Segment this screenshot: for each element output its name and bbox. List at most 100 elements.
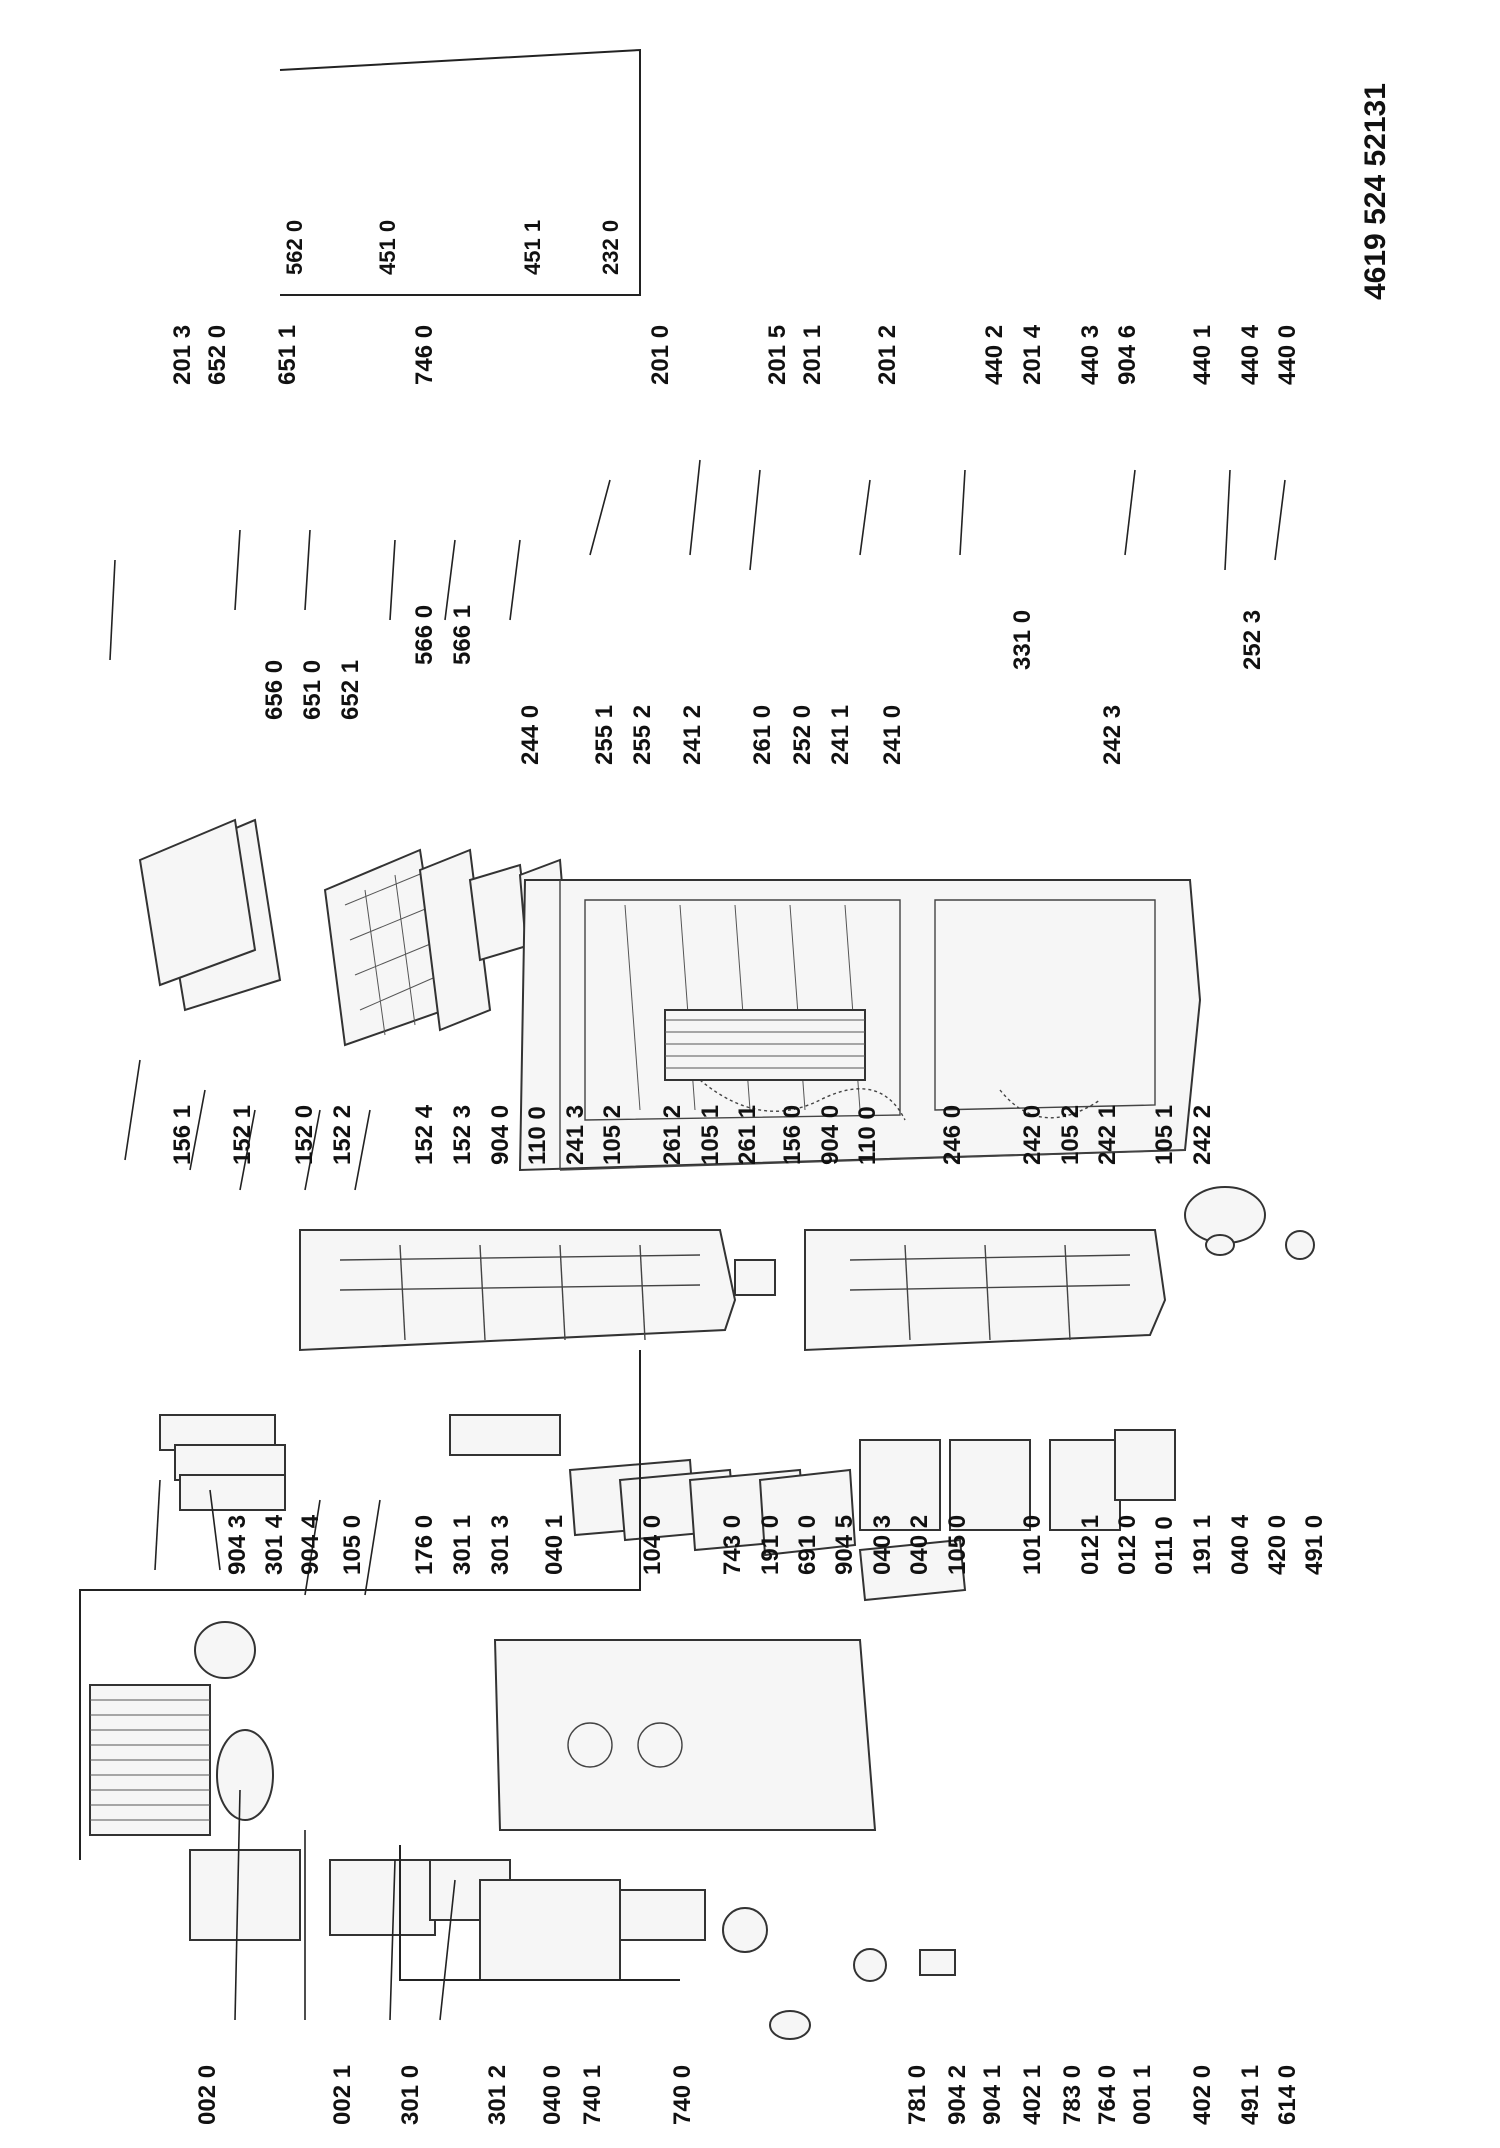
label-105-2a: 105 2 xyxy=(599,1105,626,1165)
callout-leaders xyxy=(109,459,1286,2021)
top-strip-201-2 xyxy=(619,1889,706,1941)
label-110-0a: 110 0 xyxy=(524,1106,551,1165)
label-152-2: 152 2 xyxy=(329,1105,356,1165)
label-261-1: 261 1 xyxy=(734,1105,761,1165)
label-002-0: 002 0 xyxy=(194,2065,221,2125)
label-562-0: 562 0 xyxy=(282,220,307,275)
label-904-5: 904 5 xyxy=(831,1515,858,1575)
cabinet-bottom-edge xyxy=(559,1149,1186,1171)
label-040-1: 040 1 xyxy=(541,1515,568,1575)
freezer-door-bins xyxy=(849,1244,1131,1341)
fridge-door-bins xyxy=(339,1244,701,1341)
label-402-0: 402 0 xyxy=(1189,2065,1216,2125)
label-651-1: 651 1 xyxy=(274,325,301,385)
label-241-0: 241 0 xyxy=(879,705,906,765)
label-241-3: 241 3 xyxy=(562,1105,589,1165)
label-440-4: 440 4 xyxy=(1237,324,1264,385)
label-201-0: 201 0 xyxy=(647,325,674,385)
door-bin-152-2 xyxy=(179,1474,286,1511)
label-105-1b: 105 1 xyxy=(1151,1105,1178,1165)
label-201-5: 201 5 xyxy=(764,325,791,385)
label-904-4: 904 4 xyxy=(297,1514,324,1575)
label-614-0: 614 0 xyxy=(1274,2065,1301,2125)
label-440-1: 440 1 xyxy=(1189,325,1216,385)
freezer-drawer-242-3 xyxy=(1114,1429,1176,1501)
label-904-0b: 904 0 xyxy=(817,1105,844,1165)
label-201-3: 201 3 xyxy=(169,325,196,385)
hinge-part xyxy=(734,1259,776,1296)
label-152-4: 152 4 xyxy=(411,1104,438,1165)
label-011-0: 011 0 xyxy=(1151,1516,1178,1575)
label-566-0: 566 0 xyxy=(411,605,438,665)
label-252-0: 252 0 xyxy=(789,705,816,765)
parts-artwork xyxy=(79,818,1315,2040)
label-156-1: 156 1 xyxy=(169,1105,196,1165)
label-331-0: 331 0 xyxy=(1009,610,1036,670)
label-402-1: 402 1 xyxy=(1019,2065,1046,2125)
lamp-cover-651 xyxy=(216,1729,274,1821)
door-bin-152-4 xyxy=(449,1414,561,1456)
freezer-drawer-242-0 xyxy=(859,1439,941,1531)
label-301-4: 301 4 xyxy=(261,1514,288,1575)
label-242-1: 242 1 xyxy=(1094,1105,1121,1165)
label-904-6: 904 6 xyxy=(1114,325,1141,385)
label-440-2: 440 2 xyxy=(981,325,1008,385)
label-242-3: 242 3 xyxy=(1099,705,1126,765)
fridge-door xyxy=(299,1229,737,1352)
label-740-0: 740 0 xyxy=(669,2065,696,2125)
label-904-2: 904 2 xyxy=(944,2065,971,2125)
top-grid-lines xyxy=(344,869,441,1036)
label-255-2: 255 2 xyxy=(629,705,656,765)
label-652-1: 652 1 xyxy=(337,660,364,720)
condenser-lines xyxy=(665,1019,865,1069)
label-440-0: 440 0 xyxy=(1274,325,1301,385)
fan-hub-440-1 xyxy=(853,1948,887,1982)
evaporator-group-box xyxy=(399,1845,680,1981)
insulation-hatch-2 xyxy=(999,1089,1101,1119)
top-cover-board xyxy=(138,818,257,987)
label-491-0: 491 0 xyxy=(1301,1515,1328,1575)
label-451-0: 451 0 xyxy=(375,220,400,275)
label-156-0: 156 0 xyxy=(779,1105,806,1165)
label-176-0: 176 0 xyxy=(411,1515,438,1575)
label-491-1: 491 1 xyxy=(1237,2065,1264,2125)
label-241-1: 241 1 xyxy=(827,705,854,765)
label-783-0: 783 0 xyxy=(1059,2065,1086,2125)
label-152-0: 152 0 xyxy=(291,1105,318,1165)
drawing-number: 4619 524 52131 xyxy=(1359,83,1392,300)
label-column-sixth: 201 3 652 0 651 1 746 0 201 0 201 5 201 … xyxy=(169,324,1301,385)
lamp-cover-656 xyxy=(194,1621,256,1679)
label-110-0b: 110 0 xyxy=(854,1106,881,1165)
control-knob-b xyxy=(637,1722,683,1768)
label-152-3: 152 3 xyxy=(449,1105,476,1165)
label-301-2: 301 2 xyxy=(484,2065,511,2125)
label-040-3: 040 3 xyxy=(869,1515,896,1575)
label-191-0: 191 0 xyxy=(757,1515,784,1575)
starter-part xyxy=(1285,1230,1315,1260)
label-191-1: 191 1 xyxy=(1189,1515,1216,1575)
label-201-1: 201 1 xyxy=(799,325,826,385)
label-244-0: 244 0 xyxy=(517,705,544,765)
label-001-1: 001 1 xyxy=(1129,2065,1156,2125)
label-201-2: 201 2 xyxy=(874,325,901,385)
label-105-0a: 105 0 xyxy=(339,1515,366,1575)
label-012-0: 012 0 xyxy=(1114,1515,1141,1575)
label-column-fourth: 244 0 255 1 255 2 241 2 261 0 252 0 241 … xyxy=(517,705,1126,765)
label-656-0: 656 0 xyxy=(261,660,288,720)
fan-blade-440-2 xyxy=(722,1907,768,1953)
label-201-4: 201 4 xyxy=(1019,324,1046,385)
label-002-1: 002 1 xyxy=(329,2065,356,2125)
label-301-0: 301 0 xyxy=(397,2065,424,2125)
label-040-2: 040 2 xyxy=(906,1515,933,1575)
label-105-0b: 105 0 xyxy=(944,1515,971,1575)
label-743-0: 743 0 xyxy=(719,1515,746,1575)
label-904-3: 904 3 xyxy=(224,1515,251,1575)
label-904-0a: 904 0 xyxy=(487,1105,514,1165)
evaporator-frame xyxy=(329,1859,436,1936)
label-246-0: 246 0 xyxy=(939,1105,966,1165)
label-301-3: 301 3 xyxy=(487,1515,514,1575)
freezer-interior xyxy=(934,899,1156,1111)
control-housing-331 xyxy=(493,1639,877,1831)
